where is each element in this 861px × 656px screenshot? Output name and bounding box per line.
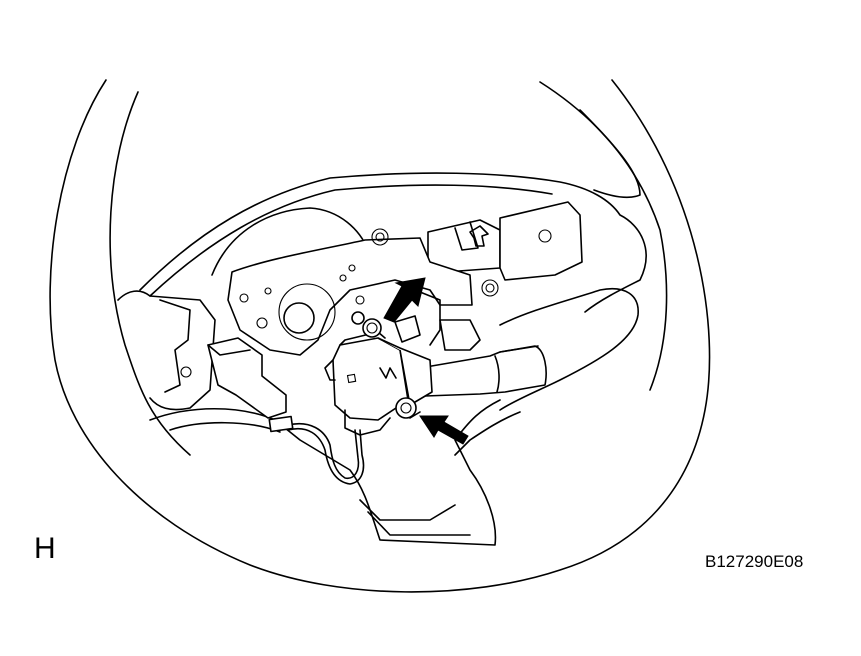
upper-arrow	[383, 277, 426, 323]
control-lever	[419, 345, 547, 397]
lower-arrow	[419, 415, 469, 445]
figure-code: B127290E08	[705, 552, 804, 571]
switch-module	[324, 331, 433, 436]
view-letter: H	[34, 532, 56, 565]
wire-connector	[268, 415, 294, 433]
right-spoke	[499, 288, 639, 411]
wheel-outer-rim	[49, 79, 711, 593]
wire-harness	[287, 423, 360, 480]
switch-housing	[427, 201, 583, 281]
hub-upper-shroud	[139, 172, 647, 313]
lower-screw	[395, 397, 417, 419]
lower-spoke	[149, 399, 501, 546]
lower-pad-bracket	[207, 337, 287, 419]
wheel-inner-rim	[109, 91, 191, 456]
left-spoke	[117, 290, 216, 411]
upper-screw	[351, 311, 382, 338]
